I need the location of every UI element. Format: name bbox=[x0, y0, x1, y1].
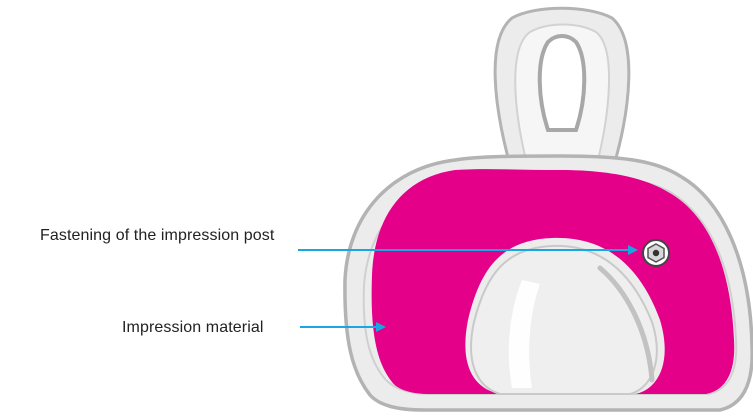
handle-hole bbox=[537, 34, 587, 132]
impression-post-icon bbox=[642, 239, 670, 267]
tray-handle bbox=[493, 6, 631, 167]
label-fastening-impression-post: Fastening of the impression post bbox=[40, 227, 275, 244]
impression-material-fill bbox=[371, 169, 735, 394]
label-impression-material: Impression material bbox=[122, 319, 264, 336]
